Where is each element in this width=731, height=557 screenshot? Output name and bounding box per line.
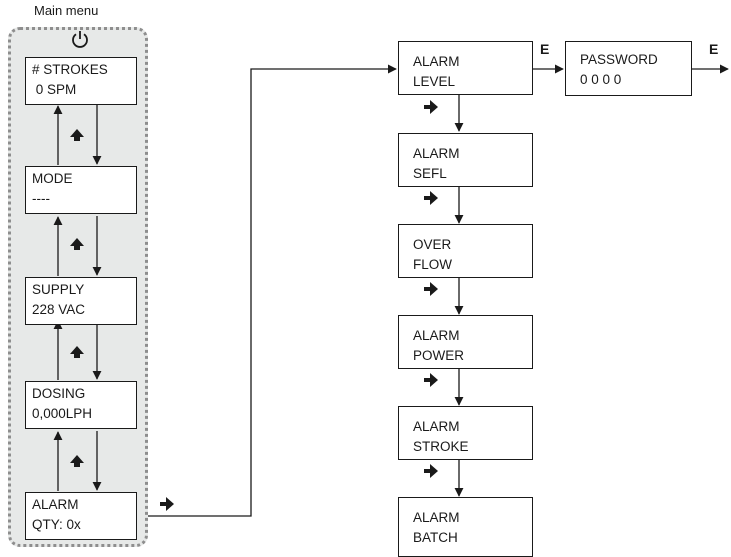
password-box: PASSWORD 0 0 0 0: [565, 41, 692, 96]
menu-box-mode: MODE ----: [25, 166, 137, 214]
main-menu-title: Main menu: [34, 3, 99, 18]
main-menu-connectors: [53, 105, 102, 491]
alarm-box-batch: ALARM BATCH: [398, 497, 533, 557]
menu-box-line2: 0 SPM: [32, 82, 77, 97]
alarm-box-line2: SEFL: [413, 166, 447, 181]
menu-box-supply: SUPPLY 228 VAC: [25, 277, 137, 325]
alarm-box-line1: ALARM: [413, 419, 460, 434]
power-icon: [72, 31, 88, 48]
menu-box-line1: MODE: [32, 171, 73, 186]
up-arrow-key-icons: [70, 129, 84, 467]
alarm-box-line2: BATCH: [413, 530, 458, 545]
alarm-box-line2: FLOW: [413, 257, 452, 272]
up-arrow-key-icon: [70, 129, 84, 141]
alarm-submenu-connector: [148, 64, 397, 517]
right-arrow-key-icon: [424, 373, 438, 387]
right-arrow-key-icons: [424, 100, 438, 478]
enter-key-label: E: [709, 41, 719, 57]
right-arrow-key-icon: [424, 191, 438, 205]
up-arrow-key-icon: [70, 346, 84, 358]
menu-box-line2: 228 VAC: [32, 302, 86, 317]
menu-box-strokes: # STROKES 0 SPM: [25, 57, 137, 105]
alarm-box-line1: ALARM: [413, 54, 460, 69]
menu-box-dosing: DOSING 0,000LPH: [25, 381, 137, 429]
right-arrow-key-icon: [424, 100, 438, 114]
menu-box-line1: SUPPLY: [32, 282, 85, 297]
alarm-box-overflow: OVER FLOW: [398, 224, 533, 278]
alarm-box-level: ALARM LEVEL: [398, 41, 533, 95]
up-arrow-key-icon: [70, 455, 84, 467]
menu-box-line2: QTY: 0x: [32, 517, 81, 532]
up-arrow-key-icon: [70, 238, 84, 250]
alarm-box-stroke: ALARM STROKE: [398, 406, 533, 460]
alarm-box-line2: STROKE: [413, 439, 469, 454]
alarm-box-sefl: ALARM SEFL: [398, 133, 533, 187]
alarm-box-line1: OVER: [413, 237, 452, 252]
enter-key-label: E: [540, 41, 550, 57]
password-label: PASSWORD: [580, 52, 658, 67]
right-arrow-key-icon: [160, 497, 174, 511]
alarm-box-power: ALARM POWER: [398, 315, 533, 369]
right-arrow-key-icon: [424, 282, 438, 296]
menu-box-line1: # STROKES: [32, 62, 108, 77]
alarm-box-line1: ALARM: [413, 146, 460, 161]
alarm-box-line2: POWER: [413, 348, 465, 363]
alarm-box-line2: LEVEL: [413, 74, 456, 89]
password-value: 0 0 0 0: [580, 72, 622, 87]
alarm-box-line1: ALARM: [413, 510, 460, 525]
alarm-box-line1: ALARM: [413, 328, 460, 343]
menu-box-line1: DOSING: [32, 386, 86, 401]
menu-box-line2: ----: [32, 191, 50, 206]
menu-box-line2: 0,000LPH: [32, 406, 93, 421]
menu-box-line1: ALARM: [32, 497, 79, 512]
right-arrow-key-icon: [424, 464, 438, 478]
menu-box-alarm-qty: ALARM QTY: 0x: [25, 492, 137, 540]
